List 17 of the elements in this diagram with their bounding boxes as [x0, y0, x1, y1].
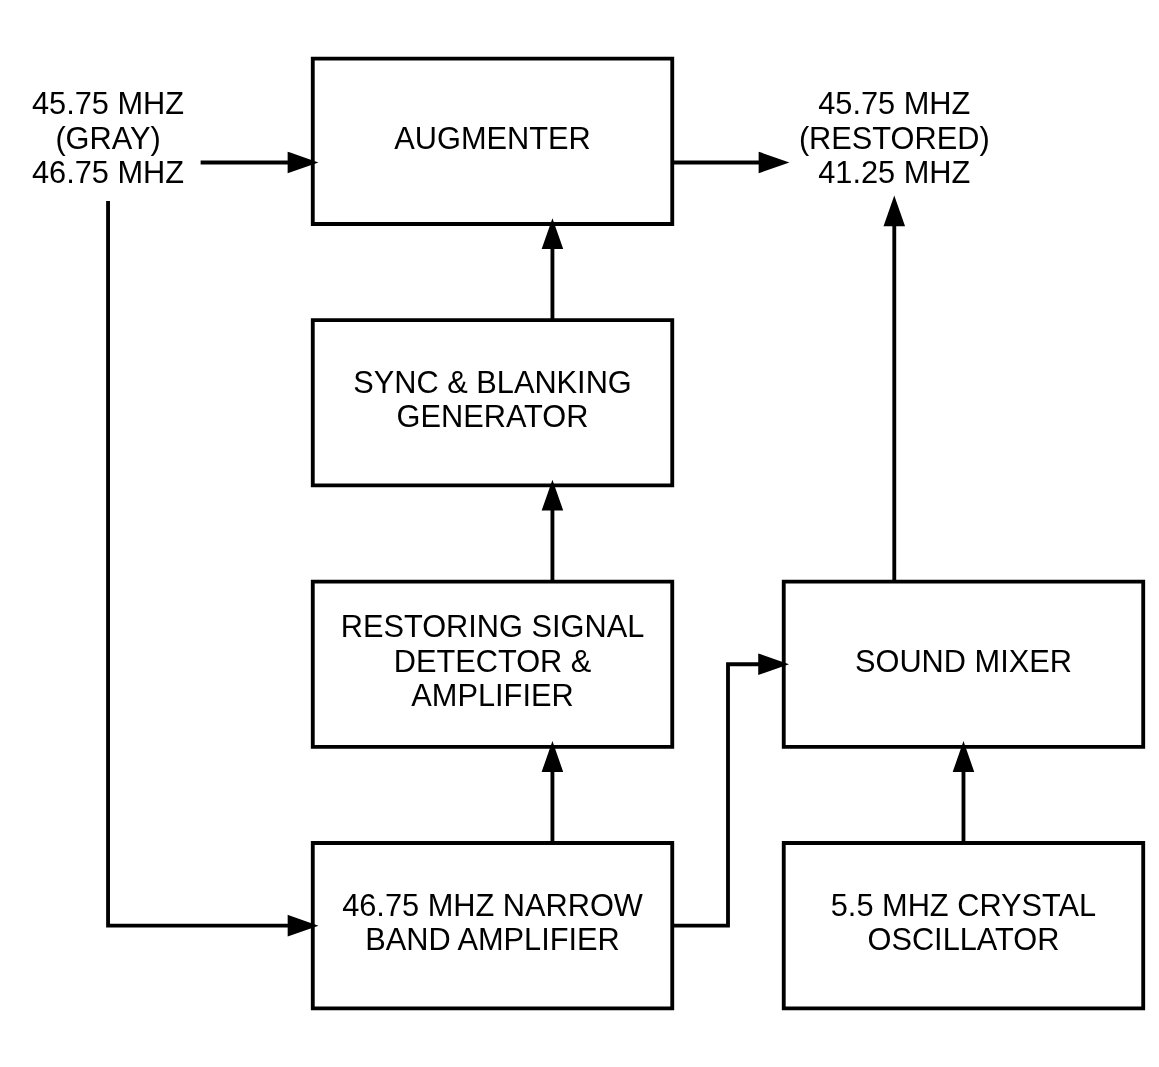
- arrow: [541, 479, 564, 582]
- arrow: [672, 653, 790, 928]
- arrow: [541, 741, 564, 843]
- arrow: [106, 200, 319, 937]
- arrow: [200, 151, 319, 174]
- arrow: [672, 151, 790, 174]
- node-box: 46.75 MHZ NARROW BAND AMPLIFIER: [310, 841, 675, 1011]
- arrow: [883, 195, 906, 581]
- arrow: [952, 741, 975, 843]
- node-text: 45.75 MHZ (GRAY) 46.75 MHZ: [32, 86, 185, 191]
- arrow: [541, 218, 564, 320]
- node-box: AUGMENTER: [310, 56, 675, 226]
- node-box: 5.5 MHZ CRYSTAL OSCILLATOR: [781, 841, 1146, 1011]
- node-box: SYNC & BLANKING GENERATOR: [310, 318, 675, 488]
- node-box: RESTORING SIGNAL DETECTOR & AMPLIFIER: [310, 579, 675, 749]
- node-box: SOUND MIXER: [781, 579, 1146, 749]
- node-text: 45.75 MHZ (RESTORED) 41.25 MHZ: [798, 86, 990, 191]
